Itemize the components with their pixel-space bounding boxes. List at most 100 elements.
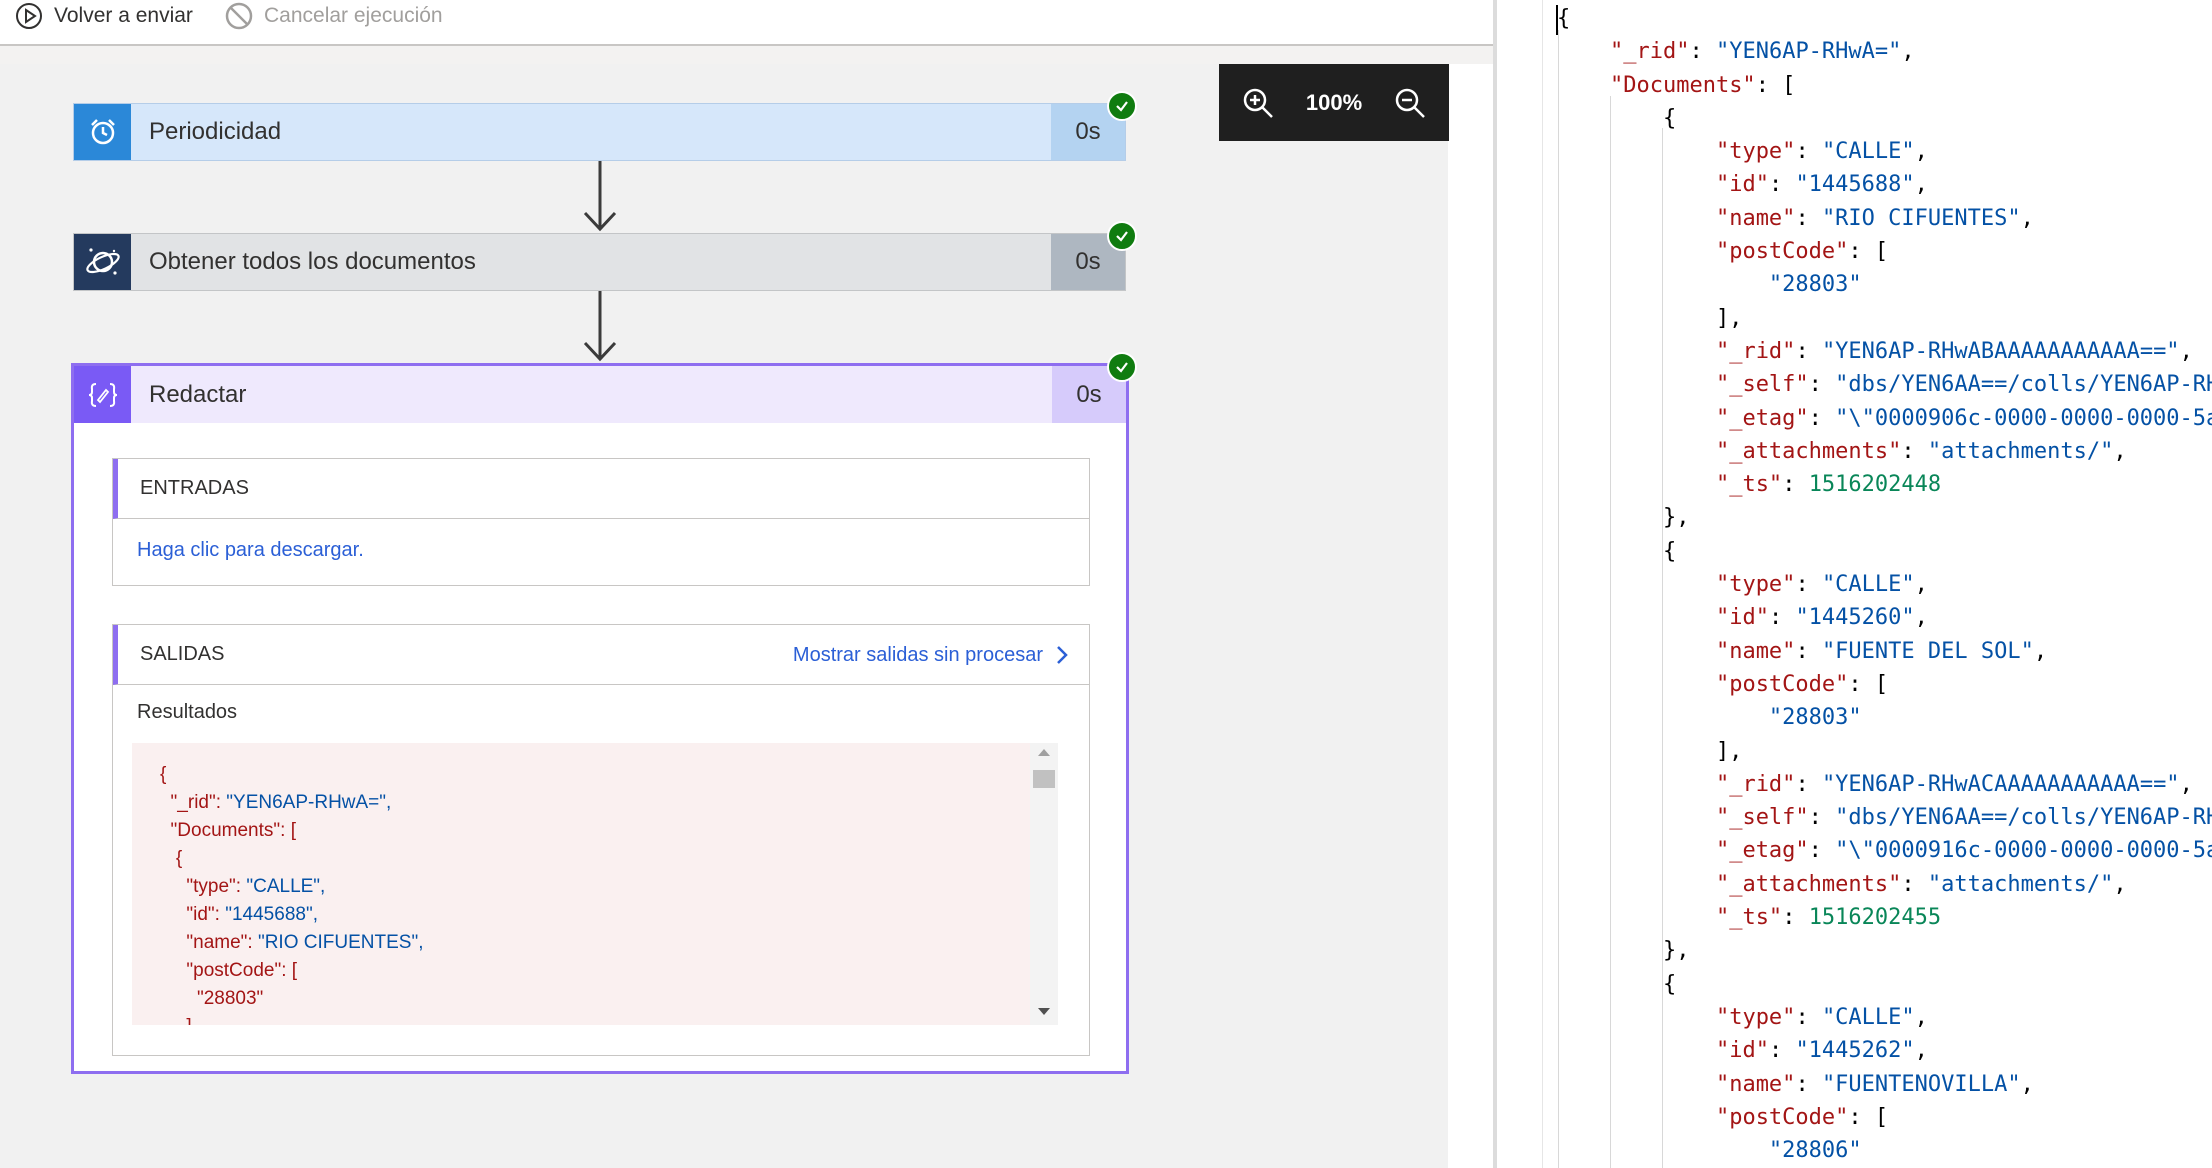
download-inputs-link[interactable]: Haga clic para descargar. <box>137 539 364 561</box>
json-line: }, <box>1557 934 2212 967</box>
json-punct: , <box>1914 1038 1928 1064</box>
step-header-redactar[interactable]: Redactar 0s <box>74 366 1126 423</box>
step-card-obtener-documentos[interactable]: Obtener todos los documentos 0s <box>73 233 1126 291</box>
json-line: "_attachments": "attachments/", <box>1557 435 2212 468</box>
json-string: "dbs/YEN6AA==/colls/YEN6AP-RHwA=/docs/YE… <box>1835 805 2212 831</box>
json-punct <box>1557 339 1716 364</box>
step-card-periodicidad[interactable]: Periodicidad 0s <box>73 103 1126 161</box>
json-punct <box>1557 1105 1716 1130</box>
inputs-header: ENTRADAS <box>113 459 1089 519</box>
json-string: "YEN6AP-RHwABAAAAAAAAAAA==" <box>1821 338 2180 364</box>
json-line: "_rid": "YEN6AP-RHwABAAAAAAAAAAA==", <box>1557 335 2212 368</box>
results-json: { "_rid": "YEN6AP-RHwA=", "Documents": [… <box>160 761 423 1025</box>
json-punct: : [ <box>1755 72 1796 98</box>
json-punct: , <box>1901 39 1915 65</box>
json-key: "_rid" <box>1609 39 1690 65</box>
json-punct: , <box>2033 638 2048 664</box>
json-punct: : <box>1768 1038 1796 1064</box>
json-text-editor[interactable]: { "_rid": "YEN6AP-RHwA=", "Documents": [… <box>1542 0 2212 1168</box>
json-string: "1445688" <box>1795 172 1915 198</box>
json-number: 1516202455 <box>1808 905 1942 931</box>
json-punct: : <box>1808 838 1836 864</box>
compose-icon <box>74 366 131 423</box>
json-punct <box>1557 605 1716 630</box>
json-line: "_ts": 1516202455 <box>1557 901 2212 934</box>
json-key: "_etag" <box>1715 838 1809 864</box>
results-label: Resultados <box>137 701 238 723</box>
show-raw-outputs-link[interactable]: Mostrar salidas sin procesar <box>793 625 1073 685</box>
scroll-down-icon[interactable] <box>1037 1007 1051 1017</box>
json-punct: { <box>1557 6 1571 31</box>
json-punct: , <box>1914 1004 1928 1030</box>
json-line: "postCode": [ <box>1557 235 2212 268</box>
json-line: "id": "1445260", <box>1557 601 2212 634</box>
json-punct: , <box>1914 605 1928 631</box>
json-punct: : <box>1795 771 1822 797</box>
json-key: "type" <box>1715 1004 1796 1030</box>
json-punct: : <box>1795 139 1822 165</box>
editor-gutter <box>1497 0 1542 1168</box>
json-punct: : <box>1808 805 1836 831</box>
json-value: "1445688", <box>225 904 318 925</box>
json-punct: : <box>1795 338 1822 364</box>
json-punct: : <box>1808 372 1836 398</box>
json-punct <box>1557 1038 1716 1063</box>
scrollbar-thumb[interactable] <box>1033 770 1055 788</box>
resubmit-button[interactable]: Volver a enviar <box>14 0 193 32</box>
json-key: "id" <box>1715 1038 1769 1064</box>
results-viewer[interactable]: { "_rid": "YEN6AP-RHwA=", "Documents": [… <box>132 743 1058 1025</box>
json-punct <box>1557 406 1716 431</box>
results-line: "id": "1445688", <box>160 901 423 929</box>
results-scrollbar[interactable] <box>1030 743 1058 1025</box>
json-line: "_etag": "\"0000916c-0000-0000-0000-5a60… <box>1557 834 2212 867</box>
json-line: "_etag": "\"0000906c-0000-0000-0000-5a60… <box>1557 402 2212 435</box>
cancel-run-button[interactable]: Cancelar ejecución <box>224 0 443 32</box>
json-key: "_rid" <box>1715 338 1796 364</box>
json-punct <box>1557 372 1716 397</box>
json-punct <box>1557 139 1716 164</box>
json-key: "_rid" <box>1715 771 1796 797</box>
json-punct <box>1557 1072 1716 1097</box>
json-line: "name": "FUENTENOVILLA", <box>1557 1068 2212 1101</box>
json-line: "Documents": [ <box>1557 69 2212 102</box>
json-punct: , <box>1914 572 1928 598</box>
json-punct: : <box>1808 405 1836 431</box>
zoom-out-icon[interactable] <box>1393 86 1427 120</box>
json-punct: { <box>1557 971 1677 997</box>
results-line: "name": "RIO CIFUENTES", <box>160 929 423 957</box>
json-key: "name" <box>1715 205 1796 231</box>
results-line: "28803" <box>160 985 423 1013</box>
json-line: "name": "RIO CIFUENTES", <box>1557 202 2212 235</box>
json-punct: : <box>1768 172 1796 198</box>
json-line: "28803" <box>1557 701 2212 734</box>
json-punct <box>1557 1138 1769 1163</box>
json-line: "id": "1445688", <box>1557 168 2212 201</box>
results-line: "Documents": [ <box>160 817 423 845</box>
success-check-icon <box>1107 91 1137 121</box>
json-punct: , <box>1914 172 1928 198</box>
window-divider <box>1493 0 1497 1168</box>
json-key: "_self" <box>1715 805 1809 831</box>
json-key: "postCode" <box>1715 1104 1849 1130</box>
json-punct <box>1557 39 1610 64</box>
json-punct: , <box>2020 1071 2034 1097</box>
json-document: { "_rid": "YEN6AP-RHwA=", "Documents": [… <box>1557 2 2212 1167</box>
json-string: "1445262" <box>1795 1038 1915 1064</box>
json-punct <box>1557 572 1716 597</box>
zoom-in-icon[interactable] <box>1241 86 1275 120</box>
json-value: "YEN6AP-RHwA=", <box>226 792 392 813</box>
json-string: "28806" <box>1768 1138 1862 1164</box>
json-key: "_ts" <box>1715 472 1783 498</box>
json-key: "postCode" <box>1715 239 1849 265</box>
json-punct <box>1557 73 1610 98</box>
json-line: "name": "FUENTE DEL SOL", <box>1557 635 2212 668</box>
json-string: "28803" <box>1768 705 1862 731</box>
json-string: "CALLE" <box>1821 1004 1915 1030</box>
json-punct: { <box>1557 538 1677 564</box>
json-line: "id": "1445262", <box>1557 1034 2212 1067</box>
json-line: "_rid": "YEN6AP-RHwA=", <box>1557 35 2212 68</box>
scroll-up-icon[interactable] <box>1037 747 1051 757</box>
play-circle-icon <box>16 3 42 29</box>
json-key: "_rid": <box>160 792 227 813</box>
json-punct <box>1557 838 1716 863</box>
